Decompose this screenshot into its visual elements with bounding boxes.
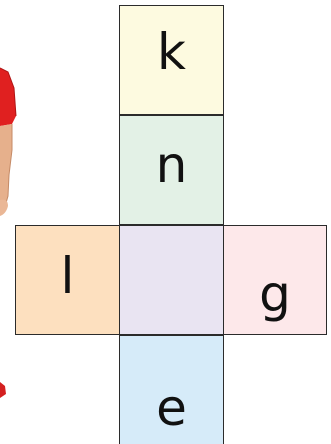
letter-tile-upper-middle-label: n [156, 140, 188, 190]
letter-tile-bottom-label: e [156, 383, 187, 433]
letter-tile-left[interactable]: l [15, 225, 120, 335]
letter-tile-upper-middle[interactable]: n [119, 115, 224, 225]
letter-tile-bottom[interactable]: e [119, 335, 224, 444]
child-character-icon [0, 0, 22, 444]
letter-tile-right-label: g [259, 269, 291, 319]
letter-tile-top[interactable]: k [119, 5, 224, 115]
letter-tile-top-label: k [157, 27, 186, 77]
letter-tile-center-empty[interactable] [119, 225, 224, 335]
letter-tile-left-label: l [61, 251, 75, 301]
letter-tile-right[interactable]: g [223, 225, 327, 335]
